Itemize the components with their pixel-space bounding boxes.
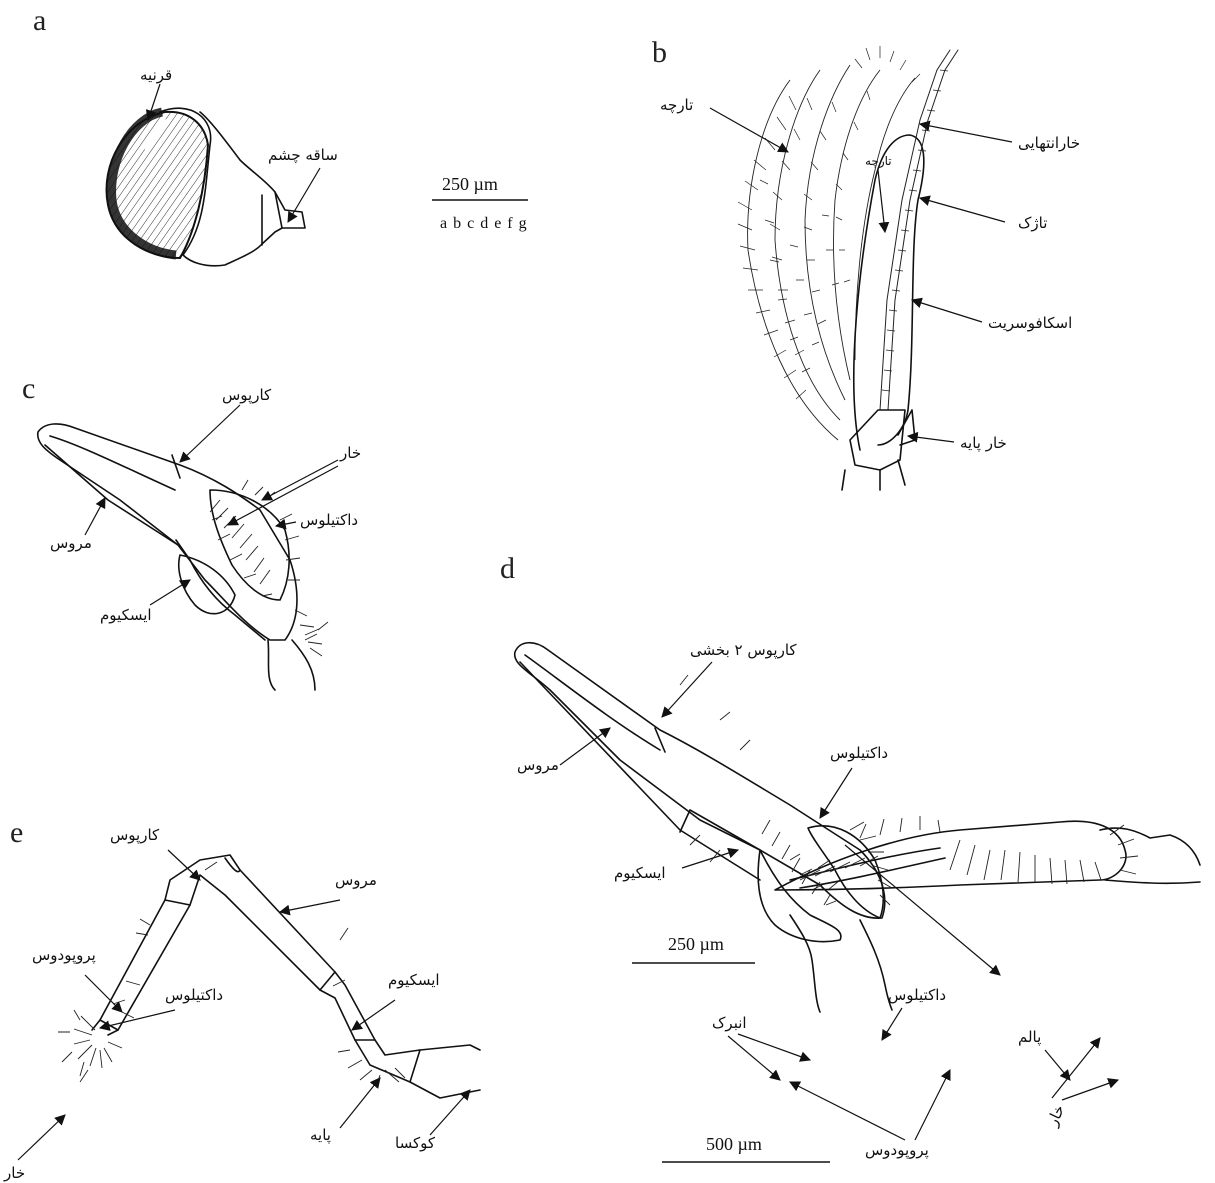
label-c-dactylus: داکتیلوس	[300, 511, 358, 529]
label-c-spine: خار	[339, 444, 361, 462]
label-basal-spine: خار پایه	[960, 434, 1007, 453]
panel-c: c کارپوس خار داکتیلوس مروس ایسکیوم	[22, 372, 361, 690]
label-eyestalk: ساقه چشم	[268, 146, 338, 164]
panel-d-letter: d	[500, 552, 515, 585]
label-e-ischium: ایسکیوم	[388, 971, 440, 989]
label-d-spine: خار	[1043, 1102, 1069, 1130]
eye-drawing	[107, 108, 305, 266]
label-c-carpus: کارپوس	[222, 386, 272, 405]
label-d-ischium: ایسکیوم	[614, 864, 666, 882]
label-d-chela: انبرک	[712, 1014, 747, 1032]
label-e-carpus: کارپوس	[110, 826, 160, 845]
label-cornea: قرنیه	[140, 66, 172, 84]
panel-c-letter: c	[22, 372, 35, 405]
label-d-propodus: پروپودوس	[865, 1141, 929, 1160]
scale-d-lower-value: 500 µm	[706, 1134, 762, 1154]
scaphocerite-drawing	[738, 46, 958, 490]
panel-d: d کارپوس ۲ بخشی داکتیلوس م	[500, 552, 1200, 1162]
pereiopod-d-drawing	[515, 643, 1200, 1012]
label-setae-outer: تارچه	[660, 96, 693, 114]
scale-a-value: 250 µm	[442, 174, 498, 194]
label-e-dactylus: داکتیلوس	[165, 986, 223, 1004]
label-d-dactylus-detail: داکتیلوس	[888, 986, 946, 1004]
scale-bar-d-upper: 250 µm	[632, 934, 755, 963]
panel-e: e کارپوس مروس پروپودوس ایسکیوم داکتیلوس …	[3, 816, 480, 1182]
label-e-basis: پایه	[310, 1126, 331, 1145]
scale-bar-a: 250 µm a b c d e f g	[432, 174, 528, 232]
label-e-propodus: پروپودوس	[32, 946, 96, 965]
label-d-palm: پالم	[1018, 1028, 1041, 1047]
panel-e-letter: e	[10, 816, 23, 849]
scale-a-letters: a b c d e f g	[440, 215, 528, 232]
label-d-dactylus: داکتیلوس	[830, 744, 888, 762]
label-flagellum: تاژک	[1018, 214, 1047, 232]
scale-bar-d-lower: 500 µm	[662, 1134, 830, 1162]
label-distal-spine: خارانتهایی	[1018, 134, 1080, 152]
panel-b: b	[652, 36, 1080, 490]
pereiopod-c-drawing	[38, 424, 328, 690]
label-d-carpus: کارپوس ۲ بخشی	[690, 641, 797, 660]
label-scaphocerite: اسکافوسریت	[988, 314, 1072, 332]
label-e-merus: مروس	[335, 871, 377, 889]
label-e-spine: خار	[3, 1164, 25, 1182]
label-setae-inner: تارچه	[865, 154, 892, 169]
label-c-ischium: ایسکیوم	[100, 606, 152, 624]
label-e-coxa: کوکسا	[395, 1134, 436, 1152]
label-d-merus: مروس	[517, 756, 559, 774]
panel-a-letter: a	[33, 4, 46, 37]
chela-detail	[775, 816, 1200, 890]
label-c-merus: مروس	[50, 534, 92, 552]
scale-d-upper-value: 250 µm	[668, 934, 724, 954]
panel-a: a قرنیه ساقه چشم 250 µm a b c d e f g	[33, 4, 528, 266]
panel-b-letter: b	[652, 36, 667, 69]
